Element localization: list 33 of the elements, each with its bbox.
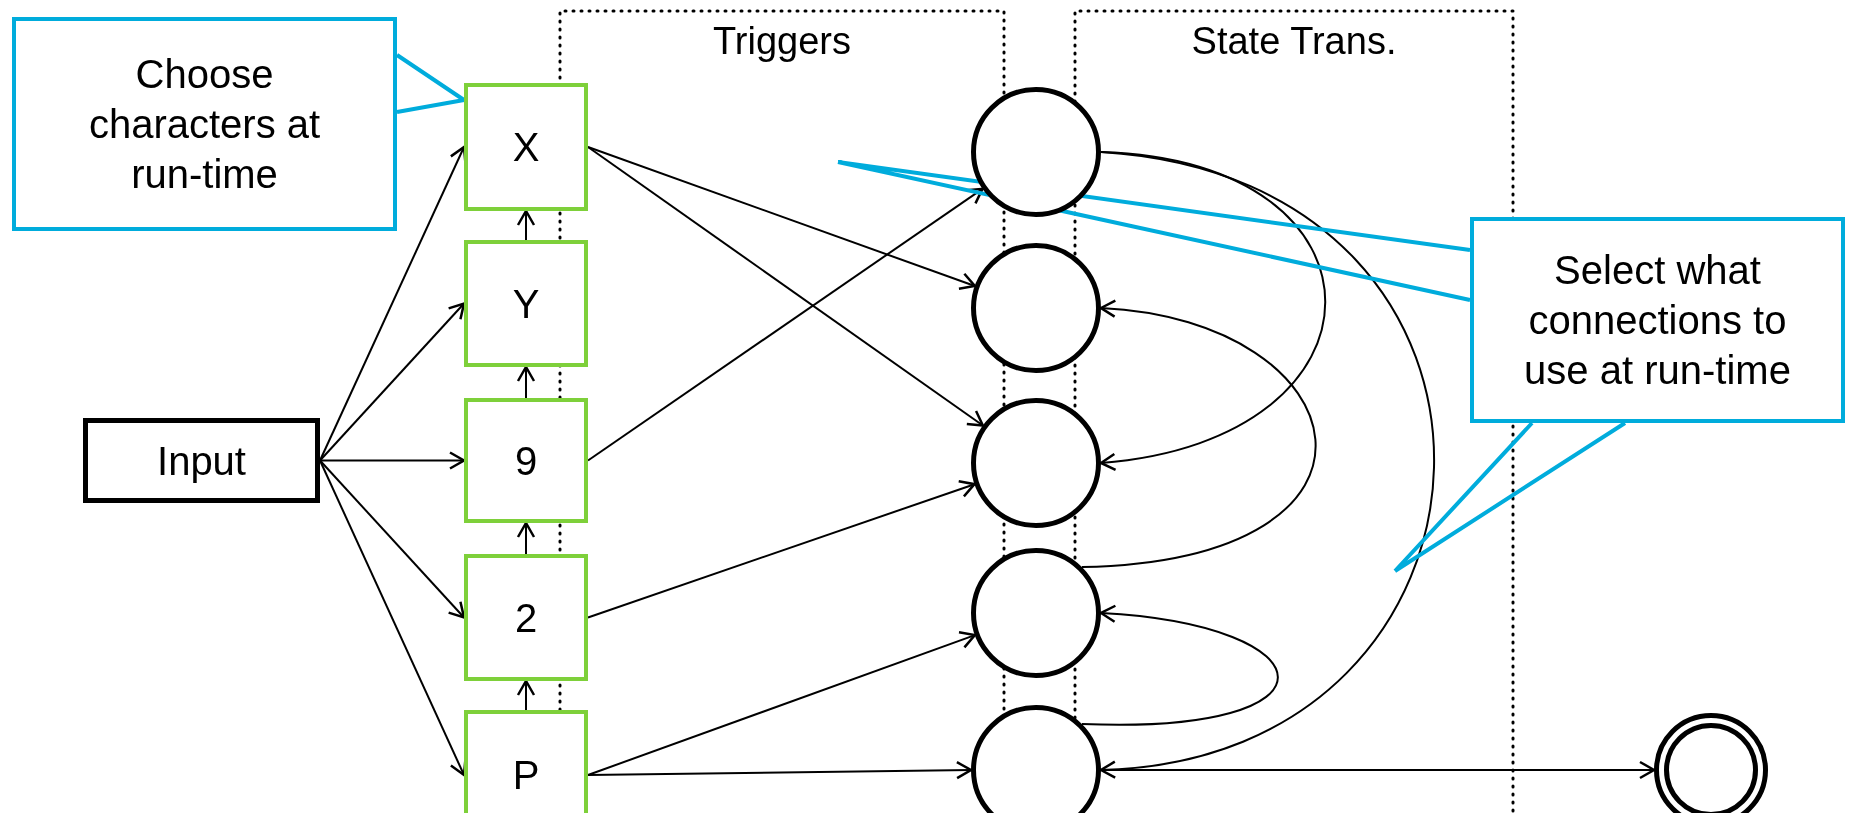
arrow <box>319 451 466 470</box>
arrow <box>1080 605 1279 726</box>
character-box <box>464 240 588 367</box>
callout-box <box>1470 217 1845 423</box>
arrow <box>587 760 973 780</box>
arrow <box>319 459 466 619</box>
node-label: 2 <box>514 594 538 642</box>
arrow <box>1099 151 1435 778</box>
input-box <box>83 418 320 503</box>
column-heading: State Trans. <box>1191 22 1397 60</box>
arrow <box>516 521 536 555</box>
node-label: Input <box>157 437 246 485</box>
arrow <box>516 679 536 711</box>
node-label: X <box>512 124 540 171</box>
node-label: Y <box>512 280 540 328</box>
callout-text: Select what connections to use at run-time <box>1523 247 1792 394</box>
arrow <box>587 146 985 427</box>
arrow <box>1080 300 1317 569</box>
arrow <box>516 365 536 399</box>
callout-text: Choose characters at run-time <box>87 51 322 198</box>
arrow <box>319 302 466 462</box>
character-box <box>464 554 588 681</box>
column-heading: Triggers <box>713 22 851 60</box>
character-box <box>464 710 588 813</box>
arrow <box>516 209 536 241</box>
arrow <box>1099 151 1327 470</box>
character-box <box>464 83 588 211</box>
node-label: P <box>512 752 540 799</box>
leader-line <box>1393 421 1627 573</box>
arrow <box>587 187 984 462</box>
callout-box <box>12 17 397 231</box>
character-box <box>464 398 588 523</box>
node-label: 9 <box>514 437 538 485</box>
